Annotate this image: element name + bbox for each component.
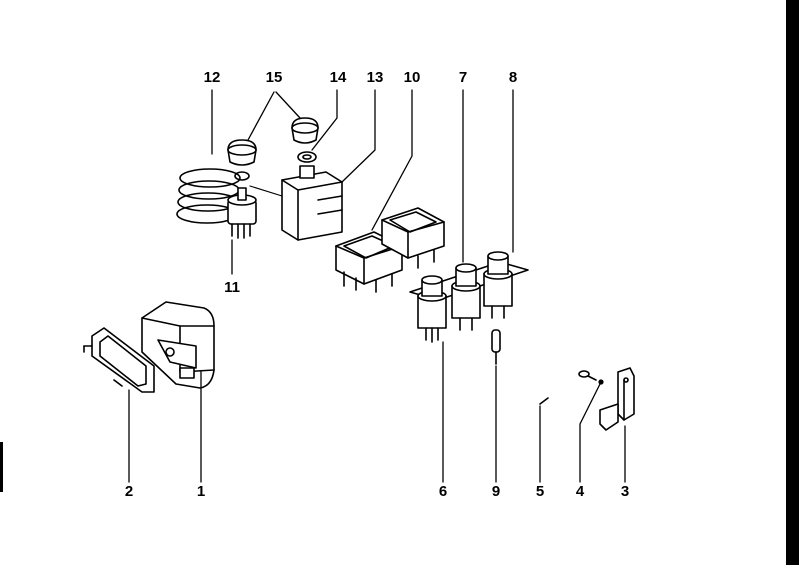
callout-10: 10 [403,69,421,86]
left-edge-mark [0,442,3,492]
part-11-rotary-switch [227,187,257,239]
part-3-bracket [599,367,635,431]
part-5-pin [539,397,549,405]
callout-12: 12 [203,69,221,86]
callout-14: 14 [329,69,347,86]
callout-1: 1 [196,483,206,500]
callout-5: 5 [535,483,545,500]
part-2-bezel-frame [83,327,155,393]
page-edge-bar [786,0,799,565]
callout-7: 7 [458,69,468,86]
parts-7-8-push-buttons [409,251,529,343]
part-15-knobs [227,117,319,166]
part-9-bulb [491,329,501,365]
part-10-rocker-switches [335,207,445,293]
part-13-switch-body [249,165,343,241]
part-14-nut [297,151,317,163]
part-4-screw [578,370,604,385]
callout-4: 4 [575,483,585,500]
callout-3: 3 [620,483,630,500]
callout-11: 11 [224,279,240,296]
leader-lines [128,89,626,483]
callout-15: 15 [265,69,283,86]
callout-8: 8 [508,69,518,86]
callout-9: 9 [491,483,501,500]
part-1-housing [141,301,215,389]
callout-6: 6 [438,483,448,500]
callout-2: 2 [124,483,134,500]
part-15-washer [234,171,250,181]
callout-13: 13 [366,69,384,86]
